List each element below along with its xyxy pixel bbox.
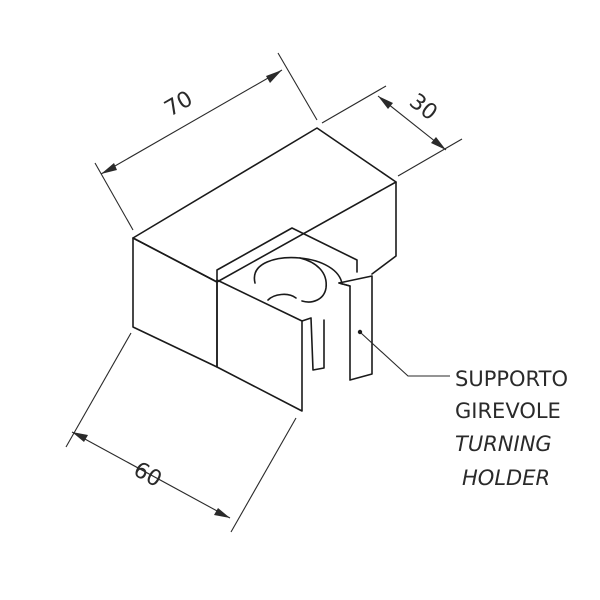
clip-step — [216, 227, 358, 283]
leader-line — [360, 332, 450, 377]
dimension-70: 70 — [94, 52, 318, 231]
extension-line — [65, 332, 132, 448]
part-label: SUPPORTO GIREVOLE TURNING HOLDER — [455, 367, 568, 490]
extension-line — [94, 162, 134, 231]
arrowhead — [101, 163, 117, 174]
clip-right-top-edge — [338, 282, 351, 287]
arrowhead — [72, 432, 88, 442]
label-supporto: SUPPORTO — [455, 367, 568, 391]
clip-slot — [301, 317, 325, 371]
dimension-60: 60 — [65, 332, 297, 533]
cradle-detail — [267, 293, 297, 301]
extension-line — [397, 138, 463, 177]
dimension-line — [100, 69, 283, 175]
arrowhead — [214, 508, 230, 518]
extension-line — [230, 417, 297, 533]
back-right-edge — [371, 181, 397, 275]
label-turning: TURNING — [455, 432, 552, 456]
dimension-label-60: 60 — [129, 457, 166, 492]
dimension-label-30: 30 — [404, 89, 441, 126]
clip-front-face — [216, 279, 303, 412]
clip-right-block — [338, 275, 373, 381]
dimension-label-70: 70 — [161, 87, 198, 123]
clip-cup-inner — [299, 257, 327, 303]
arrowhead — [266, 70, 282, 83]
holder-body — [132, 127, 397, 412]
arrowhead — [431, 137, 446, 150]
dimension-30: 30 — [321, 85, 463, 177]
extension-line — [277, 52, 318, 121]
clip-cup-outer — [253, 256, 343, 285]
label-girevole: GIREVOLE — [455, 399, 561, 423]
front-left-face — [132, 237, 218, 368]
extension-line — [321, 85, 387, 124]
dimension-line — [71, 431, 231, 519]
label-holder: HOLDER — [462, 466, 550, 490]
arrowhead — [378, 96, 393, 109]
